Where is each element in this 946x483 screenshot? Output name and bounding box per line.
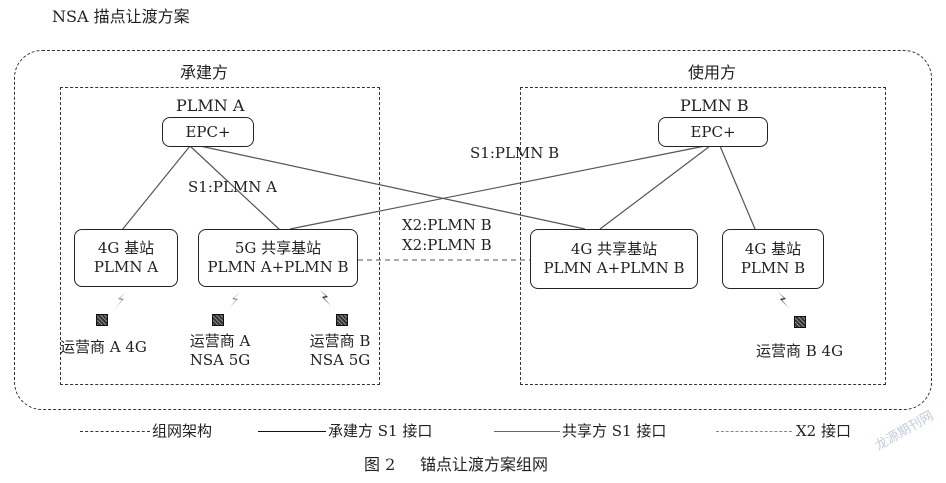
user-zone-label: 使用方 — [688, 63, 737, 82]
left-plmn-label: PLMN A — [176, 96, 245, 115]
right-plmn-label: PLMN B — [680, 96, 749, 115]
legend-swatch-x2 — [716, 431, 792, 432]
phone-icon — [336, 314, 348, 326]
left-4g-bs-line2: PLMN A — [93, 258, 159, 276]
left-s1-label: S1:PLMN A — [188, 178, 278, 196]
phone-icon — [212, 314, 224, 326]
x2-label-2: X2:PLMN B — [402, 236, 492, 254]
right-shared-bs-line1: 4G 共享基站 — [570, 240, 658, 258]
legend-swatch-shared-s1 — [494, 431, 560, 432]
signal-bolt-icon — [115, 292, 126, 308]
s1-line-left-epc-shared4g — [199, 145, 586, 230]
left-4g-bs-line1: 4G 基站 — [97, 239, 155, 257]
right-shared-bs-line2: PLMN A+PLMN B — [543, 259, 685, 277]
signal-bolt-icon — [320, 290, 331, 306]
ue-operator-b-5g-line1: 运营商 B — [309, 332, 371, 350]
left-epc-label: EPC+ — [185, 122, 231, 141]
right-4g-shared-basestation: 4G 共享基站 PLMN A+PLMN B — [530, 229, 698, 289]
signal-bolt-icon — [778, 292, 789, 308]
left-5g-shared-basestation: 5G 共享基站 PLMN A+PLMN B — [198, 229, 358, 287]
left-epc-box: EPC+ — [162, 117, 254, 147]
legend-x2-label: X2 接口 — [796, 422, 851, 440]
middle-s1-label: S1:PLMN B — [470, 144, 560, 162]
figure-number: 图 2 — [364, 455, 396, 474]
signal-bolt-icon — [229, 292, 240, 308]
legend-architecture-label: 组网架构 — [152, 422, 213, 440]
right-epc-box: EPC+ — [658, 117, 768, 147]
s1-line-left-epc-5g — [189, 145, 281, 231]
outer-network-boundary — [14, 50, 932, 410]
user-zone — [520, 87, 886, 385]
ue-operator-b-4g: 运营商 B 4G — [756, 342, 844, 360]
phone-icon — [96, 314, 108, 326]
phone-icon — [794, 316, 806, 328]
s1-line-left-epc-4g — [121, 145, 191, 231]
legend-shared-s1-label: 共享方 S1 接口 — [562, 422, 667, 440]
right-4g-basestation: 4G 基站 PLMN B — [722, 229, 824, 289]
s1-line-right-epc-4g — [719, 145, 756, 230]
legend-swatch-builder-s1 — [258, 431, 326, 432]
s1-line-right-epc-shared4g — [599, 145, 711, 230]
ue-operator-b-5g-line2: NSA 5G — [309, 351, 371, 369]
right-epc-label: EPC+ — [690, 122, 736, 141]
right-4g-bs-line2: PLMN B — [740, 259, 806, 277]
right-4g-bs-line1: 4G 基站 — [744, 240, 802, 258]
left-5g-bs-line2: PLMN A+PLMN B — [207, 258, 349, 276]
builder-zone-label: 承建方 — [180, 63, 229, 82]
diagram-title: NSA 描点让渡方案 — [52, 7, 190, 26]
s1-line-right-epc-5g — [289, 145, 706, 230]
left-4g-basestation: 4G 基站 PLMN A — [74, 229, 178, 287]
x2-label-1: X2:PLMN B — [402, 216, 492, 234]
ue-operator-a-5g-line2: NSA 5G — [189, 351, 251, 369]
builder-zone — [60, 87, 380, 385]
ue-operator-a-5g-line1: 运营商 A — [189, 332, 251, 350]
ue-operator-a-4g: 运营商 A 4G — [60, 338, 147, 356]
left-5g-bs-line1: 5G 共享基站 — [234, 239, 322, 257]
legend-builder-s1-label: 承建方 S1 接口 — [328, 422, 433, 440]
figure-caption: 锚点让渡方案组网 — [420, 455, 549, 474]
legend-swatch-architecture — [80, 431, 150, 432]
